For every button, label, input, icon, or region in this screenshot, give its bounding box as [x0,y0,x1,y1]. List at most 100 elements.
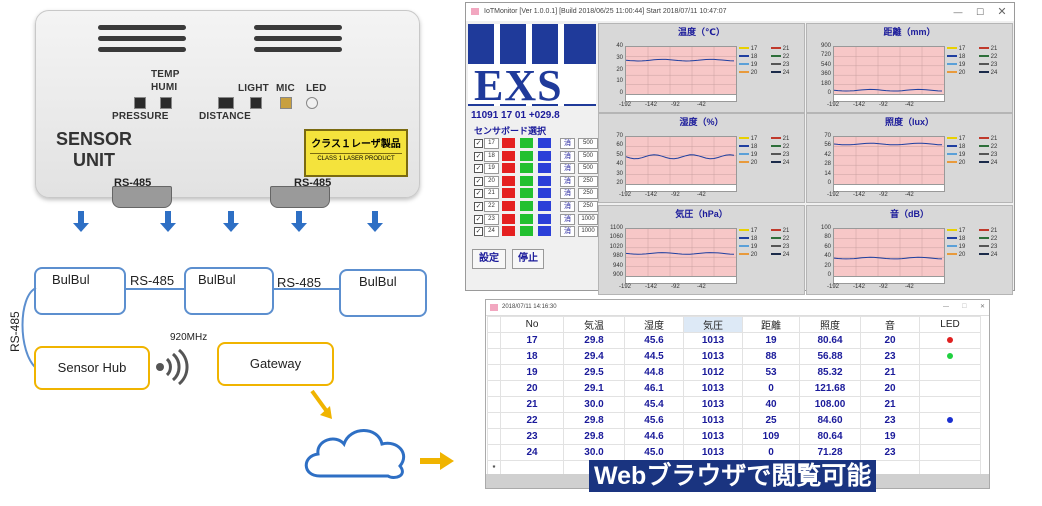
legend-entry: 24 [979,160,997,166]
green-led-button[interactable] [520,175,533,186]
green-led-button[interactable] [520,150,533,161]
blue-led-button[interactable] [538,226,551,237]
row-selector[interactable] [487,412,501,429]
blue-led-button[interactable] [538,201,551,211]
board-interval-field[interactable]: 1000 [578,226,598,238]
clear-led-button[interactable]: 消 [560,213,575,225]
board-interval-field[interactable]: 500 [578,163,598,175]
red-led-button[interactable] [502,150,515,161]
green-led-button[interactable] [520,201,533,211]
board-checkbox[interactable]: ✓ [474,176,483,186]
column-header[interactable]: 気圧 [683,316,743,333]
close-icon[interactable]: ✕ [997,6,1007,18]
legend-entry: 18 [947,144,965,150]
legend-label: 22 [782,236,790,242]
light-sensor-window [250,97,262,109]
chart-plot-area [833,46,945,95]
column-header[interactable]: LED [919,316,981,333]
table-cell-lux: 71.28 [799,444,861,461]
minimize-icon[interactable]: — [943,304,949,310]
green-led-button[interactable] [520,226,533,237]
board-interval-field[interactable]: 1000 [578,213,598,225]
chart-scrollbar[interactable] [833,94,945,102]
column-header[interactable]: 湿度 [624,316,684,333]
green-led-button[interactable] [520,138,533,148]
y-tick-label: 1020 [609,243,623,250]
stop-button[interactable]: 停止 [512,249,544,269]
board-checkbox[interactable]: ✓ [474,214,483,224]
blue-led-button[interactable] [538,213,551,224]
row-selector[interactable] [487,444,501,461]
green-led-button[interactable] [520,188,533,199]
clear-led-button[interactable]: 消 [560,201,575,212]
column-header[interactable]: 照度 [799,316,861,333]
legend-entry: 19 [739,244,757,250]
minimize-icon[interactable]: — [953,7,963,17]
row-selector[interactable] [487,396,501,413]
clear-led-button[interactable]: 消 [560,163,575,175]
row-selector[interactable] [487,428,501,445]
red-led-button[interactable] [502,175,515,186]
chart-scrollbar[interactable] [833,276,945,284]
series-line [833,142,943,146]
chart-scrollbar[interactable] [833,184,945,192]
blue-led-button[interactable] [538,175,551,186]
red-led-button[interactable] [502,138,515,148]
clear-led-button[interactable]: 消 [560,188,575,200]
column-header[interactable]: 距離 [742,316,800,333]
row-selector[interactable] [487,348,501,365]
board-interval-field[interactable]: 250 [578,201,598,212]
maximize-icon[interactable]: ☐ [961,304,967,310]
board-interval-field[interactable]: 250 [578,175,598,187]
board-interval-field[interactable]: 500 [578,150,598,162]
board-checkbox[interactable]: ✓ [474,189,483,199]
row-selector[interactable] [487,332,501,349]
blue-led-button[interactable] [538,188,551,199]
board-interval-field[interactable]: 250 [578,188,598,200]
board-checkbox[interactable]: ✓ [474,227,483,237]
blue-led-button[interactable] [538,138,551,148]
board-interval-field[interactable]: 500 [578,138,598,149]
red-led-button[interactable] [502,188,515,199]
y-tick-label: 50 [616,151,623,158]
chart-scrollbar[interactable] [625,184,737,192]
chart-scrollbar[interactable] [625,276,737,284]
humi-label: HUMI [151,82,178,93]
chart-scrollbar[interactable] [625,94,737,102]
board-checkbox[interactable]: ✓ [474,151,483,161]
board-checkbox[interactable]: ✓ [474,202,483,211]
red-led-button[interactable] [502,226,515,237]
clear-led-button[interactable]: 消 [560,138,575,149]
legend-swatch [771,153,781,156]
column-header[interactable]: No [500,316,564,333]
red-led-button[interactable] [502,201,515,211]
clear-led-button[interactable]: 消 [560,175,575,187]
red-led-button[interactable] [502,213,515,224]
column-header[interactable]: 気温 [563,316,625,333]
clear-led-button[interactable]: 消 [560,226,575,238]
settings-button[interactable]: 設定 [472,249,506,269]
board-checkbox[interactable]: ✓ [474,164,483,174]
row-selector[interactable] [487,364,501,381]
series-line [833,88,943,92]
close-icon[interactable]: ✕ [979,304,985,310]
red-led-button[interactable] [502,163,515,174]
board-checkbox[interactable]: ✓ [474,139,483,148]
green-led-button[interactable] [520,163,533,174]
maximize-icon[interactable]: ☐ [975,7,985,17]
legend-entry: 24 [979,252,997,258]
green-led-button[interactable] [520,213,533,224]
clear-led-button[interactable]: 消 [560,150,575,162]
blue-led-button[interactable] [538,150,551,161]
row-selector[interactable] [487,380,501,397]
column-header[interactable]: 音 [860,316,920,333]
blue-led-button[interactable] [538,163,551,174]
